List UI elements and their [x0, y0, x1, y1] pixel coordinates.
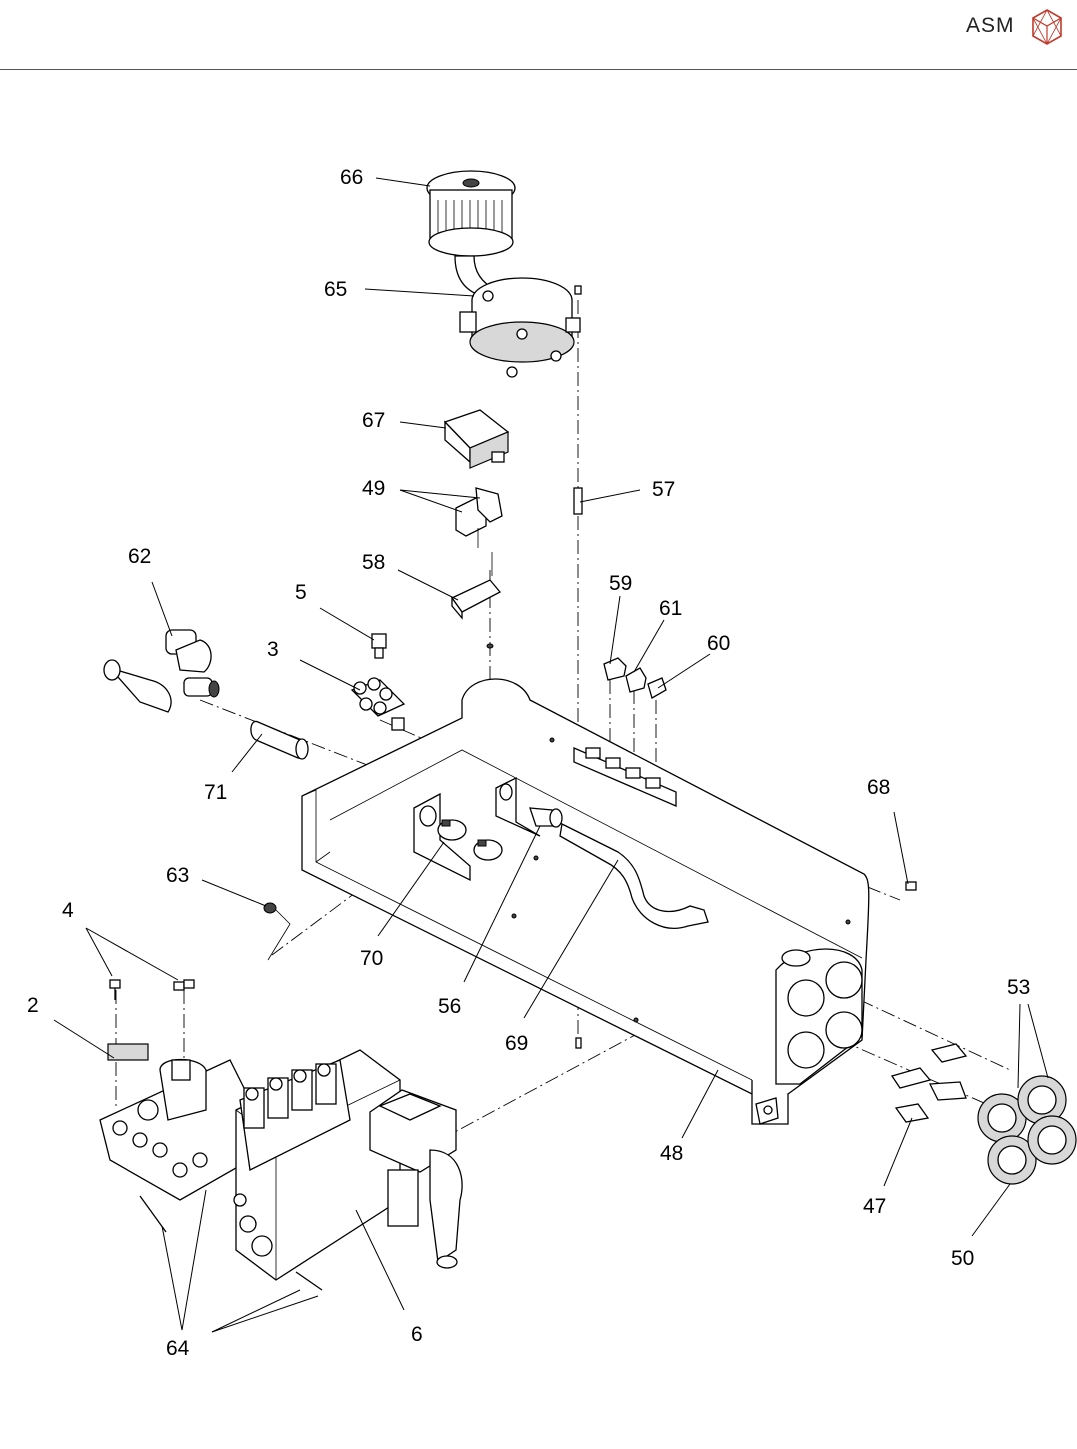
callout-4: 4	[62, 899, 74, 922]
callout-53: 53	[1007, 976, 1030, 999]
hose-sleeve-part	[251, 721, 308, 759]
callout-58: 58	[362, 551, 385, 574]
callout-67: 67	[362, 409, 385, 432]
callout-50: 50	[951, 1247, 974, 1270]
callout-47: 47	[863, 1195, 886, 1218]
main-housing-part	[302, 679, 869, 1124]
callout-2: 2	[27, 994, 39, 1017]
mounting-plate-part	[452, 552, 500, 648]
callout-68: 68	[867, 776, 890, 799]
y-fitting-part	[104, 630, 219, 712]
callout-59: 59	[609, 572, 632, 595]
sensor-block-part	[445, 410, 508, 468]
bracket-clips-part	[456, 488, 502, 548]
cable-clips-part	[604, 658, 666, 698]
callout-49: 49	[362, 477, 385, 500]
pressure-gauges-part	[978, 1076, 1076, 1184]
callout-61: 61	[659, 597, 682, 620]
valve-bank-left-part	[100, 1044, 250, 1232]
callout-66: 66	[340, 166, 363, 189]
callout-63: 63	[166, 864, 189, 887]
callout-64: 64	[166, 1337, 190, 1360]
pump-housing-part	[460, 278, 580, 377]
callout-5: 5	[295, 581, 307, 604]
callout-69: 69	[505, 1032, 528, 1055]
callout-6: 6	[411, 1323, 423, 1346]
elbow-fitting-part	[530, 808, 562, 827]
callout-71: 71	[204, 781, 227, 804]
gauge-fittings-part	[892, 1044, 966, 1122]
callout-57: 57	[652, 478, 675, 501]
cap-screws-left-part	[110, 980, 194, 1000]
regulator-block-part	[234, 1050, 462, 1290]
manifold-fitting-part	[352, 678, 404, 730]
callout-56: 56	[438, 995, 461, 1018]
callout-62: 62	[128, 545, 151, 568]
callout-65: 65	[324, 278, 347, 301]
callout-48: 48	[660, 1142, 683, 1165]
air-filter-part	[427, 171, 515, 296]
callout-70: 70	[360, 947, 383, 970]
callout-60: 60	[707, 632, 730, 655]
cap-screw-part	[372, 634, 386, 658]
callout-3: 3	[267, 638, 279, 661]
